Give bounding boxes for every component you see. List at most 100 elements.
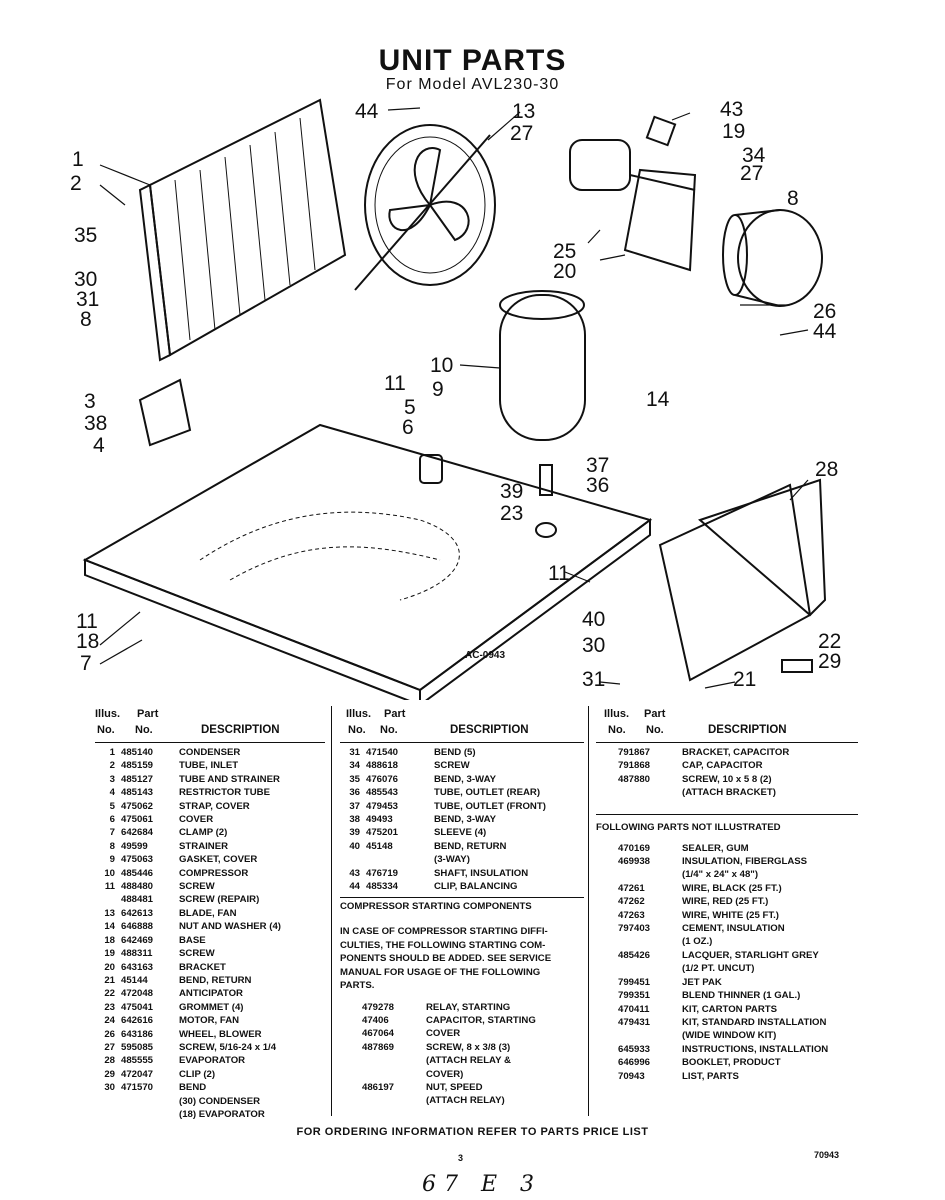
illus-spacer: [340, 1081, 362, 1094]
illus-no: 21: [104, 974, 115, 986]
part-no: 47263: [618, 909, 645, 921]
handwritten-note: 67 E 3: [422, 1172, 543, 1197]
header-rule: [95, 742, 325, 743]
fan-blade-drawing: [364, 124, 496, 286]
part-description: (18) EVAPORATOR: [179, 1108, 265, 1120]
illus-no: [95, 1095, 121, 1108]
callout-label: 37: [586, 454, 609, 477]
table-row: (1 OZ.): [596, 935, 858, 948]
part-no: 470169: [618, 842, 651, 854]
callout-label: 38: [84, 412, 107, 435]
illus-spacer: [340, 1014, 362, 1027]
illus-no: [95, 893, 121, 906]
illus-no: 18: [104, 934, 115, 946]
illus-spacer: [596, 1029, 618, 1042]
part-description: SHAFT, INSULATION: [434, 867, 529, 879]
illus-no: 10: [104, 867, 115, 879]
part-description: (1/2 PT. UNCUT): [682, 963, 755, 975]
illus-spacer: [596, 895, 618, 908]
no-heading: No.: [348, 724, 366, 736]
note-line: CULTIES, THE FOLLOWING STARTING COM-: [340, 939, 546, 951]
table-header: Illus. Part No. No. DESCRIPTION: [95, 708, 325, 746]
illus-no: 34: [349, 760, 360, 772]
illus-spacer: [596, 842, 618, 855]
illus-no: 4: [109, 787, 115, 799]
table-row: (WIDE WINDOW KIT): [596, 1029, 858, 1042]
illus-no: 14: [104, 921, 115, 933]
illus-no: [340, 853, 366, 866]
part-no: 791868: [618, 760, 651, 772]
part-description: NUT AND WASHER (4): [179, 921, 281, 933]
part-description: STRAP, COVER: [179, 800, 250, 812]
part-description: BLEND THINNER (1 GAL.): [682, 990, 801, 1002]
callout-leaders: [99, 107, 809, 689]
part-no: 799351: [618, 990, 651, 1002]
illus-spacer: [596, 935, 618, 948]
illus-spacer: [340, 1027, 362, 1040]
grommet-drawing: [535, 522, 557, 538]
part-heading: Part: [644, 708, 666, 720]
illus-no: 28: [104, 1055, 115, 1067]
callout-label: 43: [720, 98, 743, 121]
part-description: JET PAK: [682, 976, 722, 988]
part-description: SCREW, 10 x 5 8 (2): [682, 773, 772, 785]
part-description: GASKET, COVER: [179, 854, 258, 866]
callout-label: 20: [553, 260, 576, 283]
callout-label: 18: [76, 630, 99, 653]
column-divider: [588, 706, 589, 1116]
part-description: SCREW (REPAIR): [179, 894, 260, 906]
callout-label: 31: [582, 668, 605, 691]
part-no: 47262: [618, 896, 645, 908]
part-description: (ATTACH BRACKET): [682, 787, 776, 799]
exploded-parts-diagram: 44 13 27 43 19 34 27 8 1 2 35 30 31 8 3 …: [70, 98, 841, 700]
illus-no: 9: [109, 854, 115, 866]
part-no: 70943: [618, 1070, 645, 1082]
illus-no: 13: [104, 907, 115, 919]
part-no: 488480: [121, 881, 154, 893]
part-description: EVAPORATOR: [179, 1055, 246, 1067]
part-description: WIRE, WHITE (25 FT.): [682, 909, 780, 921]
part-no: [618, 962, 682, 975]
fan-motor-drawing: [569, 139, 631, 191]
part-no: 47261: [618, 882, 645, 894]
part-description: BEND: [179, 1082, 207, 1094]
illus-spacer: [596, 868, 618, 881]
part-description: BEND, RETURN: [179, 974, 252, 986]
table-row: COVER): [340, 1068, 584, 1081]
part-no: [618, 1029, 682, 1042]
part-description: SCREW, 8 x 3/8 (3): [426, 1041, 511, 1053]
callout-label: 11: [548, 562, 570, 585]
part-description: WIRE, RED (25 FT.): [682, 896, 769, 908]
part-description: CONDENSER: [179, 747, 241, 758]
part-description: TUBE AND STRAINER: [179, 773, 280, 785]
part-description: (1 OZ.): [682, 936, 713, 948]
illus-no: 36: [349, 787, 360, 799]
illus-heading: Illus.: [604, 708, 630, 720]
no-heading: No.: [380, 724, 398, 736]
part-description: (WIDE WINDOW KIT): [682, 1030, 777, 1042]
part-description: INSULATION, FIBERGLASS: [682, 856, 808, 868]
table-row: (1/4" x 24" x 48"): [596, 868, 858, 881]
header-rule: [340, 742, 584, 743]
